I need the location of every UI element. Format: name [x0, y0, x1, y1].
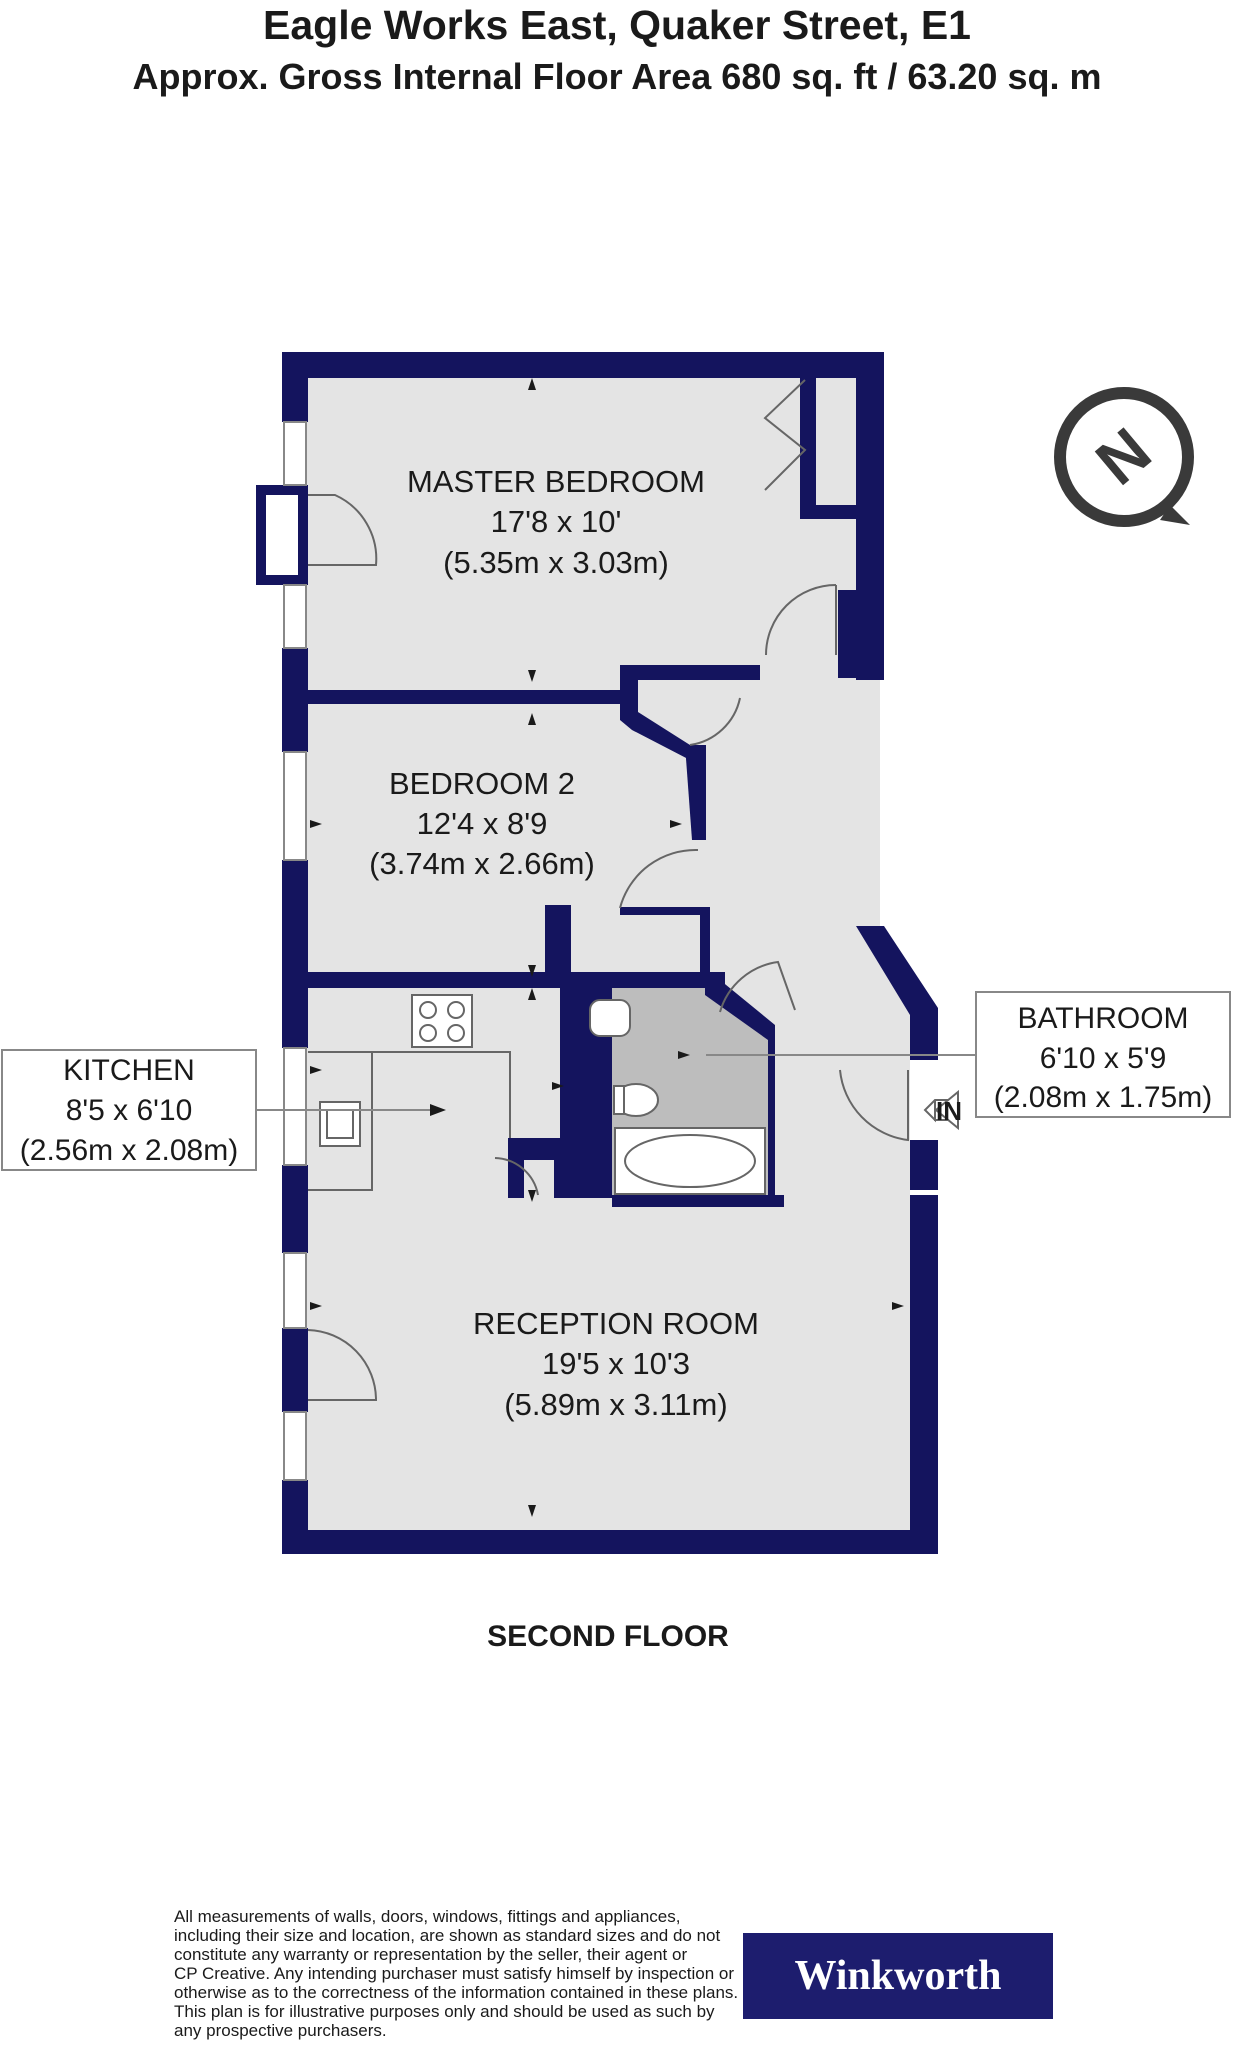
master-bedroom-metric: (5.35m x 3.03m)	[443, 545, 669, 580]
disclaimer-line: This plan is for illustrative purposes o…	[174, 2002, 715, 2021]
burner-icon	[447, 1024, 465, 1042]
property-title: Eagle Works East, Quaker Street, E1	[263, 2, 971, 48]
burner-icon	[447, 1001, 465, 1019]
worktop-outline	[308, 1051, 373, 1191]
hob-icon	[411, 994, 473, 1048]
winkworth-logo: Winkworth	[743, 1933, 1053, 2019]
bathroom-name: BATHROOM	[1017, 1002, 1188, 1035]
disclaimer-text: All measurements of walls, doors, window…	[174, 1907, 744, 2040]
reception-metric: (5.89m x 3.11m)	[504, 1387, 727, 1422]
disclaimer-line: any prospective purchasers.	[174, 2021, 387, 2040]
master-bedroom-imperial: 17'8 x 10'	[491, 504, 622, 539]
room-master-bedroom: MASTER BEDROOM 17'8 x 10' (5.35m x 3.03m…	[407, 464, 705, 580]
windows	[283, 421, 307, 1481]
bathroom-callout: BATHROOM 6'10 x 5'9 (2.08m x 1.75m)	[706, 991, 1231, 1118]
master-bedroom-name: MASTER BEDROOM	[407, 464, 705, 499]
kitchen-callout: KITCHEN 8'5 x 6'10 (2.56m x 2.08m)	[1, 1049, 446, 1171]
worktop-outline	[372, 1051, 511, 1138]
entrance-label: IN	[936, 1096, 962, 1126]
bedroom-2-metric: (3.74m x 2.66m)	[369, 846, 595, 881]
reception-imperial: 19'5 x 10'3	[542, 1346, 690, 1381]
disclaimer-line: including their size and location, are s…	[174, 1926, 721, 1945]
room-reception: RECEPTION ROOM 19'5 x 10'3 (5.89m x 3.11…	[473, 1306, 759, 1422]
cistern-icon	[613, 1085, 625, 1115]
burner-icon	[419, 1001, 437, 1019]
bedroom-2-name: BEDROOM 2	[389, 766, 575, 801]
interior-walls	[284, 375, 860, 1207]
disclaimer-line: constitute any warranty or representatio…	[174, 1945, 688, 1964]
floor-area	[284, 355, 910, 1545]
reception-name: RECEPTION ROOM	[473, 1306, 759, 1341]
outer-walls	[282, 352, 938, 1554]
dimension-markers	[310, 378, 904, 1517]
room-bedroom-2: BEDROOM 2 12'4 x 8'9 (3.74m x 2.66m)	[369, 766, 595, 881]
burner-icon	[419, 1024, 437, 1042]
bedroom-2-imperial: 12'4 x 8'9	[417, 806, 548, 841]
bathroom-metric: (2.08m x 1.75m)	[994, 1081, 1212, 1114]
compass-icon: N	[1054, 387, 1194, 527]
floor-area-line: Approx. Gross Internal Floor Area 680 sq…	[132, 56, 1102, 97]
doors	[307, 379, 909, 1401]
disclaimer-line: otherwise as to the correctness of the i…	[174, 1983, 739, 2002]
disclaimer-line: All measurements of walls, doors, window…	[174, 1907, 681, 1926]
kitchen-metric: (2.56m x 2.08m)	[20, 1134, 238, 1167]
entrance-arrow-head	[934, 1089, 959, 1131]
floor-label: SECOND FLOOR	[487, 1620, 729, 1653]
fittings	[308, 994, 766, 1195]
bathroom-imperial: 6'10 x 5'9	[1040, 1042, 1167, 1075]
kitchen-name: KITCHEN	[63, 1054, 195, 1087]
bay-window	[256, 485, 308, 585]
disclaimer-line: CP Creative. Any intending purchaser mus…	[174, 1964, 735, 1983]
bath-tub-icon	[624, 1134, 756, 1188]
sink-basin-icon	[326, 1109, 354, 1139]
basin-icon	[589, 999, 631, 1037]
kitchen-imperial: 8'5 x 6'10	[66, 1094, 193, 1127]
